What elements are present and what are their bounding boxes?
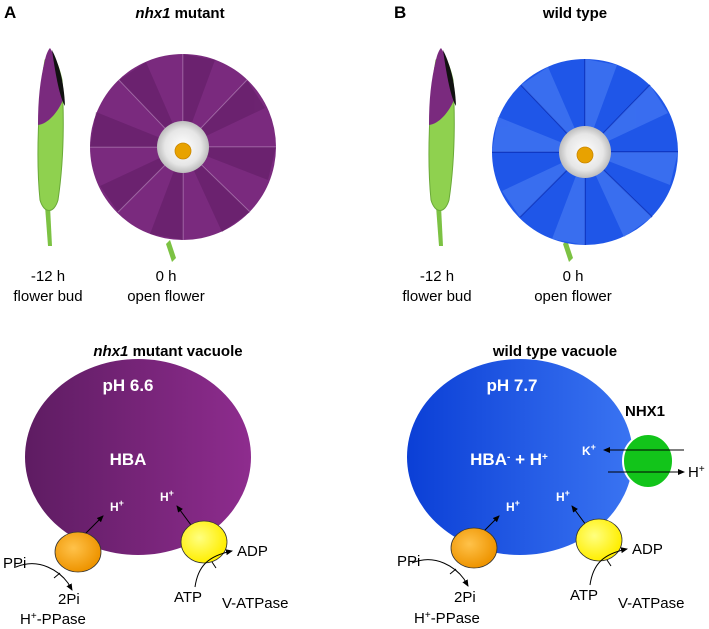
wildtype-vatpase-label: V-ATPase bbox=[618, 595, 684, 612]
mutant-bud-label: flower bud bbox=[13, 288, 82, 305]
wildtype-atp-label: ATP bbox=[570, 587, 598, 604]
mutant-vacuole-title-italic: nhx1 bbox=[93, 343, 128, 360]
wildtype-vacuole-title: wild type vacuole bbox=[492, 343, 617, 360]
wildtype-2pi-label: 2Pi bbox=[454, 589, 476, 606]
mutant-vatpase-label: V-ATPase bbox=[222, 595, 288, 612]
mutant-bud-time: -12 h bbox=[31, 268, 65, 285]
mutant-hplus-left: H+ bbox=[110, 498, 124, 514]
mutant-v-atpase bbox=[176, 505, 233, 588]
mutant-flower-label: open flower bbox=[127, 288, 205, 305]
panel-a-title-italic: nhx1 bbox=[135, 5, 170, 22]
wildtype-kplus: K+ bbox=[582, 442, 596, 458]
nhx1-label: NHX1 bbox=[625, 403, 665, 420]
wildtype-adp-label: ADP bbox=[632, 541, 663, 558]
mutant-vacuole: pH 6.6 HBA H+ H+ bbox=[25, 359, 251, 555]
mutant-vacuole-compound: HBA bbox=[110, 450, 147, 469]
mutant-adp-label: ADP bbox=[237, 543, 268, 560]
mutant-atp-label: ATP bbox=[174, 589, 202, 606]
wildtype-ppi-label: PPi bbox=[397, 553, 420, 570]
wildtype-flower-label: open flower bbox=[534, 288, 612, 305]
panel-a-title: nhx1 mutant bbox=[135, 5, 224, 22]
wildtype-bud-time: -12 h bbox=[420, 268, 454, 285]
mutant-ppi-label: PPi bbox=[3, 555, 26, 572]
wildtype-hplus-left: H+ bbox=[506, 498, 520, 514]
panel-a: A nhx1 mutant bbox=[3, 3, 288, 628]
panel-b: B wild type bbox=[394, 3, 705, 627]
wildtype-vacuole-ph: pH 7.7 bbox=[486, 376, 537, 395]
wildtype-flower-time: 0 h bbox=[563, 268, 584, 285]
wildtype-v-atpase bbox=[571, 505, 628, 586]
mutant-vacuole-title: nhx1 mutant vacuole bbox=[93, 343, 242, 360]
mutant-vacuole-title-rest: mutant vacuole bbox=[128, 343, 242, 360]
wildtype-h-ppase bbox=[411, 515, 500, 587]
mutant-open-flower bbox=[90, 54, 276, 262]
panel-b-letter: B bbox=[394, 3, 406, 22]
mutant-h-ppase bbox=[15, 515, 104, 591]
mutant-ppase-label: H+-PPase bbox=[20, 611, 86, 629]
panel-a-title-rest: mutant bbox=[170, 5, 224, 22]
wildtype-flower-bud bbox=[428, 48, 456, 246]
mutant-flower-bud bbox=[37, 48, 65, 246]
panel-a-letter: A bbox=[4, 3, 16, 22]
wildtype-bud-label: flower bud bbox=[402, 288, 471, 305]
nhx1-transporter bbox=[603, 433, 685, 489]
wildtype-hplus-right: H+ bbox=[556, 488, 570, 504]
mutant-flower-time: 0 h bbox=[156, 268, 177, 285]
panel-b-title: wild type bbox=[542, 5, 607, 22]
mutant-vacuole-ph: pH 6.6 bbox=[102, 376, 153, 395]
wildtype-vacuole-compound: HBA- + H+ bbox=[470, 450, 548, 469]
wildtype-hplus-out: H+ bbox=[688, 464, 705, 482]
wildtype-ppase-label: H+-PPase bbox=[414, 610, 480, 628]
mutant-hplus-right: H+ bbox=[160, 488, 174, 504]
wildtype-open-flower bbox=[492, 59, 678, 262]
mutant-2pi-label: 2Pi bbox=[58, 591, 80, 608]
